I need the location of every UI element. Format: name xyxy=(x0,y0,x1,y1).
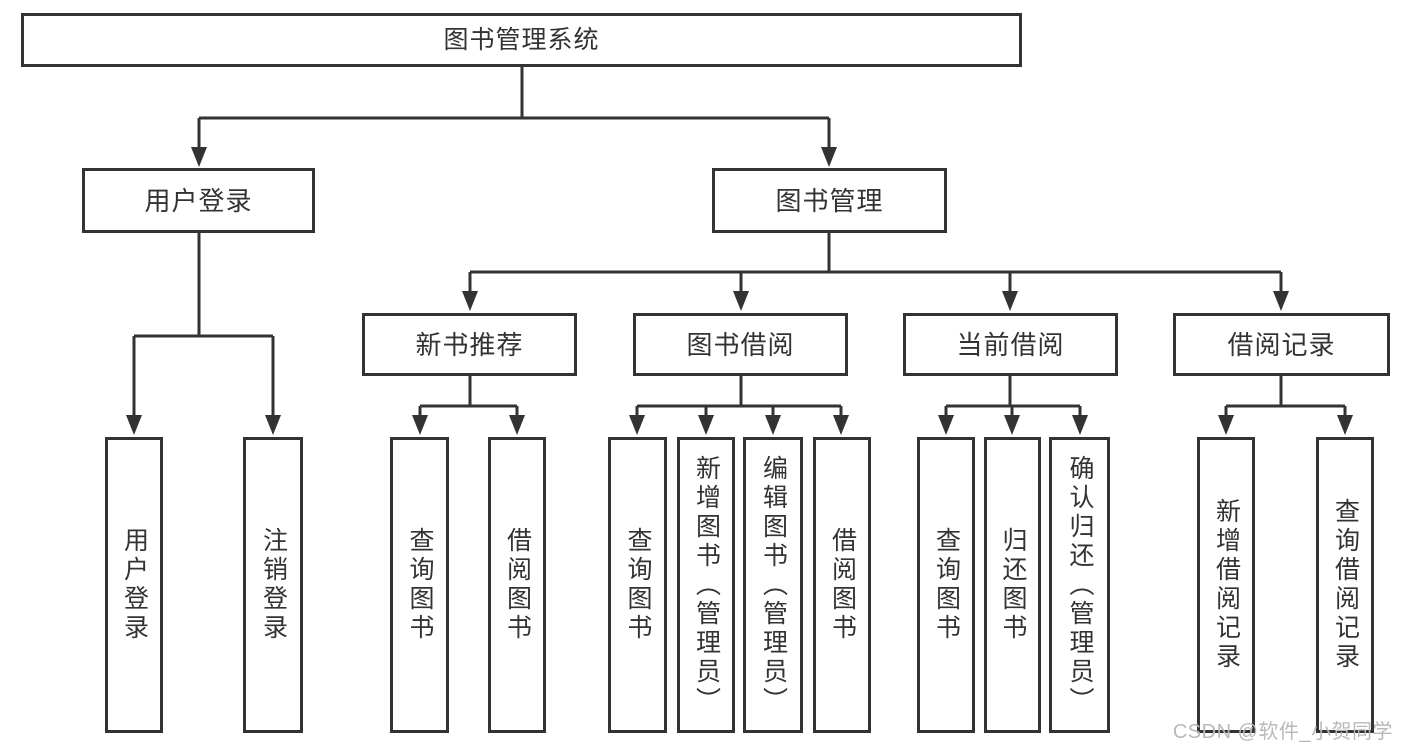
leaf-label: 查询图书 xyxy=(406,527,434,643)
leaf-label: 用户登录 xyxy=(120,527,149,643)
leaf-edit-book-admin: 编辑图书（管理员） xyxy=(743,437,803,733)
leaf-user-login: 用户登录 xyxy=(105,437,163,733)
leaf-label: 新增图书（管理员） xyxy=(692,454,721,716)
leaf-query-books-borrowing: 查询图书 xyxy=(608,437,667,733)
leaf-label: 编辑图书（管理员） xyxy=(759,454,788,716)
leaf-confirm-return-admin: 确认归还（管理员） xyxy=(1049,437,1110,733)
leaf-add-book-admin: 新增图书（管理员） xyxy=(677,437,735,733)
leaf-label: 查询图书 xyxy=(624,527,652,643)
node-book-management: 图书管理 xyxy=(712,168,947,233)
leaf-query-books-current: 查询图书 xyxy=(917,437,975,733)
leaf-label: 查询借阅记录 xyxy=(1331,498,1360,672)
leaf-label: 查询图书 xyxy=(932,527,961,643)
watermark: CSDN @软件_小贺同学 xyxy=(1172,721,1393,743)
leaf-query-books-recommend: 查询图书 xyxy=(390,437,449,733)
leaf-logout: 注销登录 xyxy=(243,437,303,733)
leaf-label: 借阅图书 xyxy=(503,527,532,643)
leaf-borrow-books-borrowing: 借阅图书 xyxy=(813,437,871,733)
leaf-query-borrowing-record: 查询借阅记录 xyxy=(1316,437,1374,733)
leaf-label: 借阅图书 xyxy=(828,527,857,643)
leaf-label: 归还图书 xyxy=(999,527,1027,643)
node-borrowing-records: 借阅记录 xyxy=(1173,313,1390,376)
leaf-label: 新增借阅记录 xyxy=(1212,498,1241,672)
node-new-book-recommend: 新书推荐 xyxy=(362,313,577,376)
arrowheads xyxy=(126,147,1353,435)
leaf-return-books: 归还图书 xyxy=(984,437,1041,733)
node-book-borrowing: 图书借阅 xyxy=(633,313,848,376)
node-user-login: 用户登录 xyxy=(82,168,315,233)
node-library-system: 图书管理系统 xyxy=(21,13,1022,67)
leaf-borrow-books-recommend: 借阅图书 xyxy=(488,437,546,733)
leaf-label: 注销登录 xyxy=(259,527,288,643)
leaf-label: 确认归还（管理员） xyxy=(1066,454,1094,716)
node-current-borrowing: 当前借阅 xyxy=(903,313,1118,376)
connector-paths xyxy=(132,67,1347,418)
leaf-add-borrowing-record: 新增借阅记录 xyxy=(1197,437,1255,733)
